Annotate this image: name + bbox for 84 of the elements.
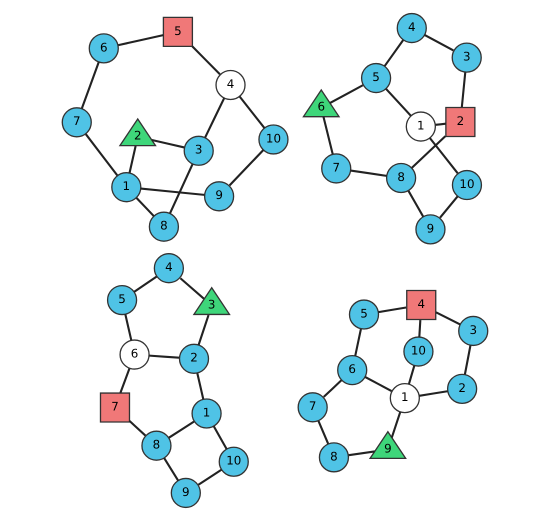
node-circle: 3 <box>452 42 482 73</box>
connector <box>238 96 266 129</box>
node-circle: 3 <box>458 316 488 346</box>
node-circle: 8 <box>318 442 350 472</box>
node-circle: 10 <box>258 124 289 155</box>
node-circle: 4 <box>154 253 184 284</box>
node-circle: 3 <box>184 136 214 166</box>
connector <box>149 354 180 359</box>
connector <box>424 34 454 52</box>
connector <box>180 277 205 300</box>
connector <box>318 420 330 444</box>
connector <box>124 314 132 340</box>
node-circle: 6 <box>119 339 150 370</box>
node-circle: 5 <box>360 62 392 94</box>
connector <box>212 426 228 450</box>
connector <box>80 62 100 109</box>
node-circle: 7 <box>298 392 328 422</box>
connector <box>348 450 375 456</box>
node-box: 7 <box>100 392 130 423</box>
connector <box>364 376 392 392</box>
node-circle: 10 <box>218 446 249 477</box>
connector <box>378 306 406 314</box>
connector <box>323 380 342 398</box>
node-circle: 1 <box>111 172 142 202</box>
node-circle: 10 <box>403 336 434 367</box>
connector <box>322 116 334 155</box>
node-circle: 1 <box>390 382 420 414</box>
node-circle: 7 <box>321 153 352 184</box>
connector <box>204 98 226 138</box>
connector <box>436 311 461 326</box>
node-circle: 7 <box>62 107 92 138</box>
connector <box>169 164 194 214</box>
connector <box>464 345 472 374</box>
connector <box>163 458 179 481</box>
connector <box>168 420 194 439</box>
connector <box>85 134 118 176</box>
node-circle: 4 <box>396 12 427 44</box>
connector <box>435 122 446 126</box>
node-circle: 5 <box>348 299 380 330</box>
node-circle: 6 <box>337 354 368 386</box>
node-circle: 9 <box>204 181 234 212</box>
node-circle: 1 <box>406 111 436 142</box>
node-circle: 10 <box>452 170 482 200</box>
node-circle: 9 <box>415 214 446 244</box>
connector <box>134 276 158 293</box>
node-circle: 8 <box>386 162 416 194</box>
connector <box>385 88 412 116</box>
node-box: 5 <box>162 16 194 48</box>
node-box: 2 <box>445 106 476 138</box>
node-circle: 5 <box>106 284 138 316</box>
connector <box>460 72 466 108</box>
connector <box>330 84 364 104</box>
connector <box>198 314 210 346</box>
connector <box>408 365 416 384</box>
connector <box>411 135 446 169</box>
connector <box>390 412 402 438</box>
connector <box>140 188 204 196</box>
connector <box>198 468 222 486</box>
connector <box>128 420 146 436</box>
connector <box>128 146 137 174</box>
node-circle: 8 <box>148 212 180 242</box>
node-circle: 6 <box>88 33 119 64</box>
connector <box>350 170 387 177</box>
node-circle: 2 <box>446 374 478 404</box>
node-circle: 8 <box>141 430 172 461</box>
connector <box>152 138 184 148</box>
connector <box>439 196 458 218</box>
connector <box>418 320 422 337</box>
node-box: 4 <box>406 290 436 320</box>
connector <box>354 328 362 356</box>
connector <box>419 390 448 397</box>
connector <box>196 373 204 400</box>
connector <box>228 149 264 186</box>
node-circle: 1 <box>191 398 222 429</box>
connector <box>118 34 164 46</box>
node-circle: 2 <box>178 344 210 374</box>
node-circle: 9 <box>170 478 201 508</box>
connector <box>408 190 424 218</box>
connector <box>384 40 404 67</box>
connector <box>429 137 458 174</box>
node-circle: 4 <box>215 70 246 100</box>
connector <box>119 368 130 394</box>
connector <box>136 197 155 217</box>
connector <box>192 46 221 75</box>
